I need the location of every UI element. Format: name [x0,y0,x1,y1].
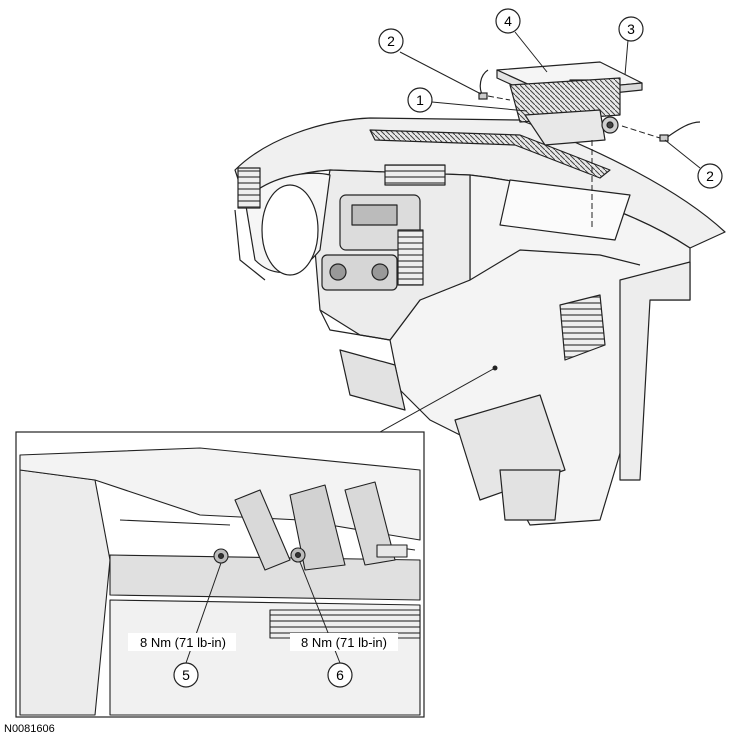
airbag-bracket [524,109,606,146]
callout-3: 3 [618,16,644,76]
steering-column-opening [261,184,319,276]
callout-2-right: 2 [664,139,723,189]
defroster-grille [369,129,611,179]
callout-6: 6 [327,662,353,688]
airbag-opening [499,179,631,241]
torque-label-6: 8 Nm (71 lb-in) [301,635,387,650]
svg-text:3: 3 [627,21,635,37]
inset-bracket-right [344,481,396,566]
figure-id: N0081606 [4,723,55,735]
inset-leader [379,367,496,433]
torque-label-5: 8 Nm (71 lb-in) [140,635,226,650]
right-end-bracket [619,261,691,481]
connector-left [478,92,488,100]
dash-top-surface [234,117,726,249]
callout-2-left: 2 [378,28,482,95]
callouts: 1 2 2 3 4 [378,8,723,189]
center-vent-right [397,229,424,286]
svg-text:4: 4 [504,13,512,29]
climate-knob-right [371,263,389,281]
svg-text:5: 5 [182,667,190,683]
right-side-vent [559,294,606,361]
electrical-connectors [478,69,701,142]
detail-inset: 8 Nm (71 lb-in) 8 Nm (71 lb-in) 5 6 [15,431,425,718]
lower-brace-right [499,469,561,521]
callout-1: 1 [407,87,528,113]
connector-left-wire [479,69,489,97]
connector-right-wire [665,121,701,139]
climate-knob-left [329,263,347,281]
svg-text:2: 2 [706,168,714,184]
svg-text:6: 6 [336,667,344,683]
install-paths [487,95,661,230]
svg-text:1: 1 [416,92,424,108]
inset-bracket-center [289,484,346,571]
inset-bracket-left [234,489,291,571]
airbag-module [496,61,643,146]
radio-display [351,204,398,226]
callout-5: 5 [173,662,199,688]
connector-right [659,134,669,142]
instrument-panel [234,117,726,526]
inset-left-panel [19,469,111,716]
center-top-vent [384,164,446,186]
svg-text:2: 2 [387,33,395,49]
left-side-vent [237,167,261,209]
callout-4: 4 [495,8,548,73]
lower-brace-left [339,349,406,411]
